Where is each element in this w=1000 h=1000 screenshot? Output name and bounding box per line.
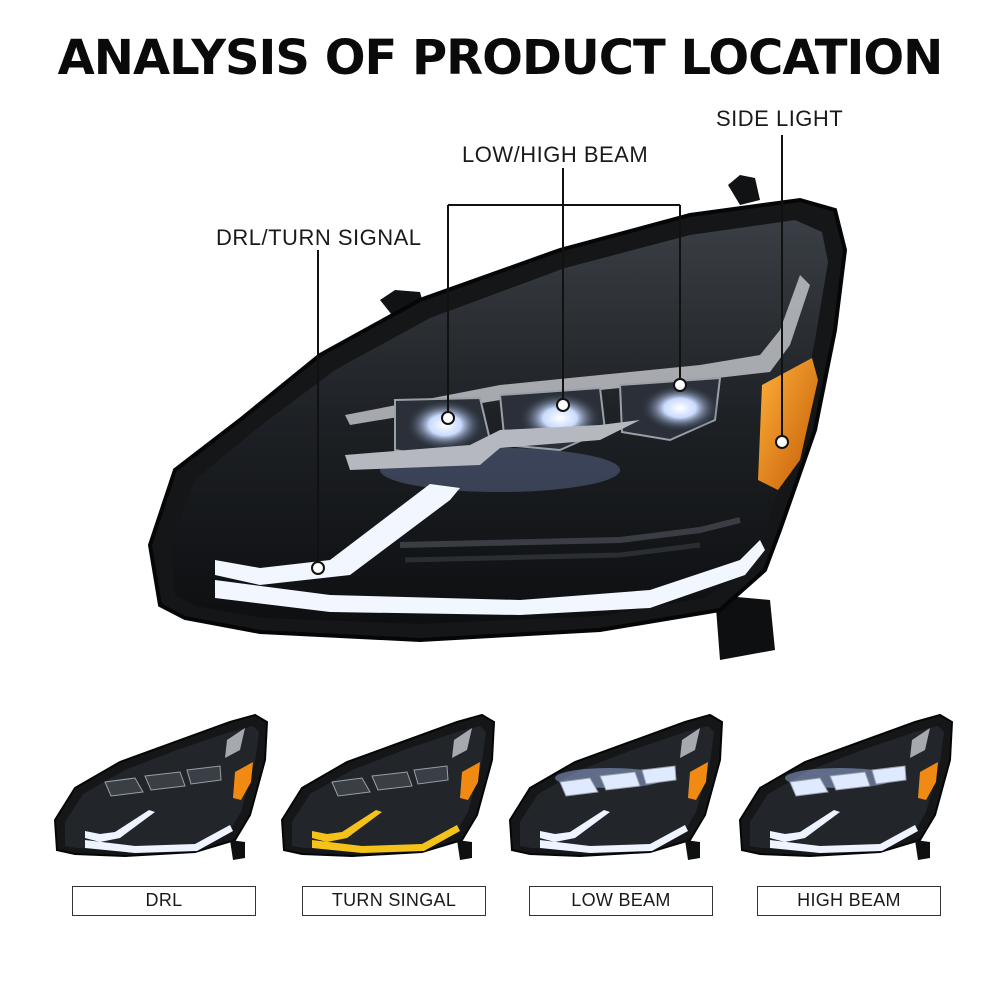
headlight-lens — [170, 220, 828, 624]
callout-lines — [317, 135, 783, 568]
callout-drl-turn-signal: DRL/TURN SIGNAL — [216, 225, 422, 250]
amber-side-light — [758, 358, 818, 490]
drl-light-guide-lower — [215, 540, 765, 615]
upper-chrome-strip — [345, 275, 810, 425]
thumbnail-drl — [53, 713, 269, 860]
callout-side-light: SIDE LIGHT — [716, 106, 844, 131]
thumbnail-high-beam — [738, 713, 954, 860]
connector-bracket — [715, 595, 775, 660]
mode-label-high-beam: HIGH BEAM — [757, 886, 941, 916]
mode-label-turn-signal: TURN SINGAL — [302, 886, 486, 916]
lower-fin — [399, 517, 741, 548]
main-headlight-illustration — [147, 135, 848, 660]
page-title: ANALYSIS OF PRODUCT LOCATION — [57, 30, 944, 86]
mount-tab-top — [728, 175, 760, 205]
lower-chrome-strip — [345, 420, 640, 470]
drl-light-guide-upper — [215, 484, 460, 585]
mode-label-drl: DRL — [72, 886, 256, 916]
callout-low-high-beam: LOW/HIGH BEAM — [462, 142, 649, 167]
lower-fin-2 — [404, 542, 701, 563]
thumbnail-low-beam — [508, 713, 724, 860]
callout-dots — [311, 378, 789, 575]
mode-label-low-beam: LOW BEAM — [529, 886, 713, 916]
thumbnail-turn-signal — [280, 713, 496, 860]
